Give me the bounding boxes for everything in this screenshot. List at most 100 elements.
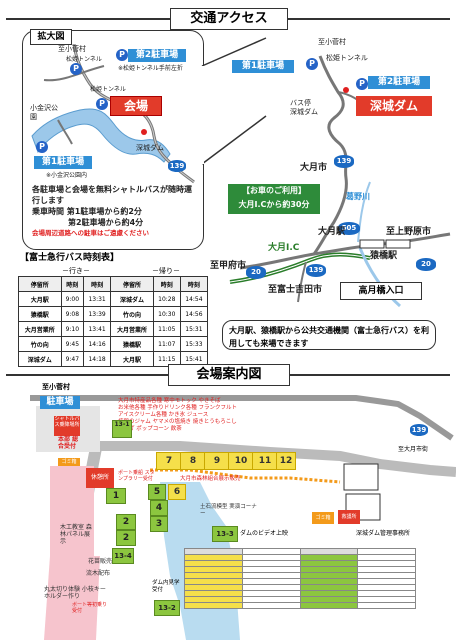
saruhashi-station-label: 猿橋駅	[370, 251, 398, 261]
table-cell: 13:39	[83, 306, 112, 322]
timetable-inbound: －帰り－	[152, 267, 180, 275]
parking-icon: P	[116, 49, 128, 61]
dam-video-label: ダムのビデオ上映	[240, 530, 289, 537]
table-cell: 9:00	[60, 291, 85, 307]
ticket-label: ボート等初乗り 受付	[72, 602, 108, 614]
trash-box: ゴミ箱	[58, 458, 80, 466]
to-kofu-label: 至甲府市	[210, 261, 247, 271]
table-cell: 15:33	[179, 336, 209, 352]
col-header: 時刻	[179, 276, 209, 292]
booth-item: お米他各種	[118, 405, 146, 411]
booth-block: 7	[156, 452, 182, 470]
title-line-left	[6, 374, 168, 376]
booth-block: 11	[252, 452, 278, 470]
table-cell: 大月駅	[110, 351, 154, 367]
first-aid: 救護所	[338, 510, 360, 524]
otsuki-ic-label: 大月I.C	[268, 243, 300, 253]
table-cell: 14:16	[83, 336, 112, 352]
booth-item: やきそば	[198, 398, 221, 404]
title-line-right	[288, 374, 450, 376]
public-transport-note: 大月駅、猿橋駅から公共交通機関（富士急行バス）を利用しても来場できます	[222, 320, 436, 350]
route-139-shield: 139	[306, 264, 326, 277]
inset-park-label: 小金沢公園	[30, 104, 58, 121]
booth-item: 焼きとうもろこし	[192, 419, 237, 425]
to-uenohara-label: 至上野原市	[386, 227, 432, 237]
table-cell: 9:08	[60, 306, 85, 322]
title-line-right	[286, 18, 450, 20]
shuttle-stop: シャトルバス乗降場所	[54, 416, 80, 436]
woodwork-label: 木工教室 森林パネル展示	[60, 524, 92, 545]
booth-block: 9	[204, 452, 230, 470]
dam-lookout-label: ダム内見学受付	[152, 580, 180, 593]
booth-block: 4	[150, 500, 168, 516]
to-otsuki-label: 至大月市街	[398, 446, 429, 453]
otsuki-station-label: 大月駅	[318, 227, 346, 237]
table-cell: 14:56	[179, 306, 209, 322]
map-busstop-label: バス停 深城ダム	[290, 99, 318, 116]
ride-label: 乗車時間	[32, 207, 64, 216]
trash-box: ゴミ箱	[312, 512, 334, 524]
booth-block: 13-3	[212, 526, 238, 542]
inset-lot2-sign: 第2駐車場	[128, 49, 186, 62]
parking-icon: P	[306, 58, 318, 70]
venue-map-title: 会場案内図	[168, 364, 290, 386]
booth-block: 1	[106, 488, 126, 504]
booth-item: 焼鶏のジャム	[118, 419, 151, 425]
booth-block: 6	[168, 484, 186, 500]
col-header: 停留所	[110, 276, 154, 292]
inset-tunnel-label: 松姫トンネル	[66, 56, 102, 63]
ride-time-1: 第1駐車場から約2分	[66, 207, 142, 216]
table-cell: 大月営業所	[18, 321, 62, 337]
car-access-text: 大月I.Cから約30分	[238, 200, 310, 209]
booth-item: 大月市特産品各種	[118, 398, 163, 404]
car-access-box: 【お車のご利用】 大月I.Cから約30分	[228, 184, 320, 214]
rest-area: 休憩所	[86, 468, 114, 488]
table-cell: 大月営業所	[110, 321, 154, 337]
table-cell: 9:10	[60, 321, 85, 337]
table-cell: 14:18	[83, 351, 112, 367]
parking-sign: 駐車場	[40, 396, 80, 409]
inset-to-koshiba: 至小菅村	[58, 45, 86, 53]
table-cell: 9:45	[60, 336, 85, 352]
bridge-activity-label: 丸太切り体験 小枝キーホルダー作り	[44, 586, 106, 600]
ride-time-2: 第2駐車場から約4分	[68, 218, 144, 227]
table-cell: 13:41	[83, 321, 112, 337]
stage-label: ポート乗船 スタンプラリー受付	[118, 470, 155, 482]
route-139-shield: 139	[410, 424, 428, 436]
inset-venue-sign: 会場	[110, 96, 162, 116]
big-gate-label: 大月市森林組合展示販売	[180, 476, 241, 482]
regional-map	[229, 55, 451, 308]
timetable-outbound: －行き－	[62, 267, 90, 275]
col-header: 時刻	[152, 276, 181, 292]
parking-icon: P	[96, 98, 108, 110]
table-cell: 竹の向	[110, 306, 154, 322]
map-lot1-sign: 第1駐車場	[232, 60, 294, 73]
booth-block: 13-4	[112, 548, 134, 564]
parking-warning: 会場周辺道路への駐車はご遠慮ください	[32, 229, 149, 237]
venue-to-koshiba: 至小菅村	[42, 383, 70, 391]
dam-model-label: 土石流模型 実演コーナー	[200, 504, 257, 517]
access-title: 交通アクセス	[170, 8, 288, 30]
table-cell: 大月駅	[18, 291, 62, 307]
inset-title: 拡大図	[30, 29, 72, 45]
table-cell: 猿橋駅	[110, 336, 154, 352]
inset-lot2-note: ※松姫トンネル手前左折	[118, 65, 183, 72]
col-header: 時刻	[83, 276, 112, 292]
inset-tail	[200, 37, 267, 165]
inset-lot1-note: ※小金沢公園内	[46, 172, 88, 179]
shuttle-info: 各駐車場と会場を無料シャトルバスが随時運行します 乗車時間 第1駐車場から約2分…	[32, 184, 192, 239]
table-cell: 10:30	[152, 306, 181, 322]
table-cell: 14:54	[179, 291, 209, 307]
route-505-shield: 505	[338, 222, 360, 235]
to-fujiyoshida-label: 至富士吉田市	[268, 285, 323, 295]
parking-icon: P	[70, 63, 82, 75]
booth-block: 5	[148, 484, 166, 500]
table-cell: 深城ダム	[18, 351, 62, 367]
timetable-title: 【富士急行バス時刻表】	[20, 253, 120, 263]
car-access-title: 【お車のご利用】	[242, 186, 306, 195]
dam-office-label: 深城ダム管理事務所	[356, 530, 411, 537]
